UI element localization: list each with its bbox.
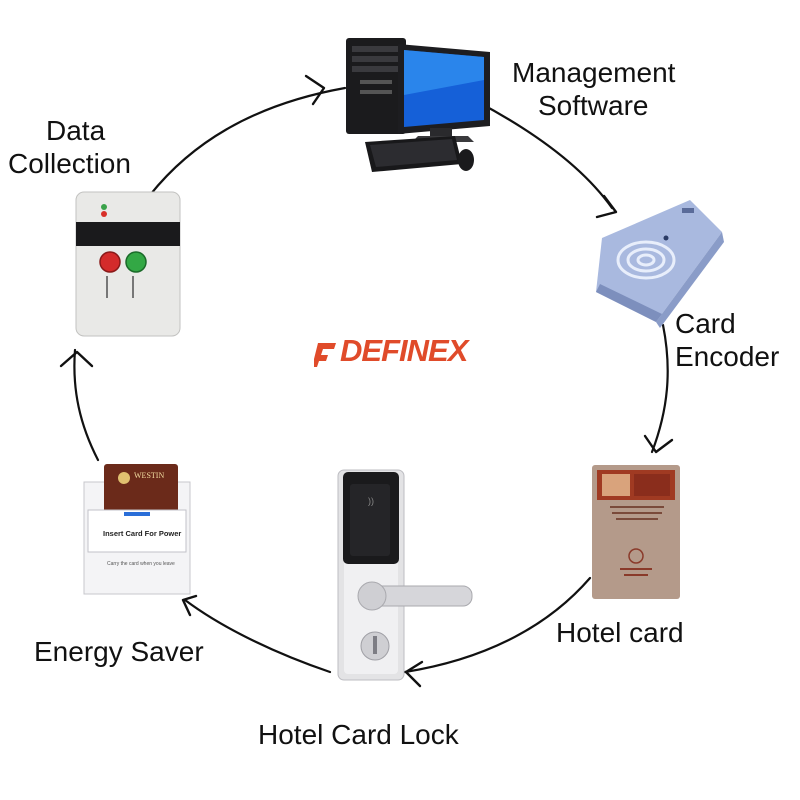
arrowhead-to-saver: [181, 594, 198, 617]
node-label-hotel-card: Hotel card: [556, 616, 684, 649]
node-label-data-collection: Data Collection: [8, 114, 131, 180]
definex-logo: DEFINE X: [312, 333, 469, 369]
label-line: Hotel card: [556, 617, 684, 648]
node-label-card-encoder: Card Encoder: [675, 307, 779, 373]
cycle-arc-lock-to-saver: [183, 598, 332, 674]
node-label-hotel-card-lock: Hotel Card Lock: [258, 718, 459, 751]
computer-icon: [346, 38, 490, 172]
node-label-energy-saver: Energy Saver: [34, 635, 204, 668]
energy-saver-icon: [83, 464, 191, 595]
cycle-arc-software-to-encoder: [476, 100, 614, 210]
definex-logo-text-end: X: [447, 333, 469, 368]
label-line: Energy Saver: [34, 636, 204, 667]
card-encoder-icon: [596, 200, 724, 328]
cycle-arc-saver-to-collection: [73, 348, 100, 462]
label-line: Encoder: [675, 341, 780, 372]
label-line: Management: [512, 57, 676, 88]
door-lock-icon: )): [337, 469, 473, 681]
data-collector-icon: [75, 191, 181, 337]
energy-saver-card-text: WESTIN: [134, 471, 165, 480]
arrowhead-to-software: [304, 74, 326, 106]
energy-saver-small-text: Carry the card when you leave: [107, 561, 175, 567]
label-line: Software: [538, 90, 649, 121]
label-line: Collection: [8, 148, 131, 179]
definex-logo-text: DEFINE: [340, 333, 449, 368]
cycle-arc-collection-to-software: [148, 86, 347, 197]
node-label-management-software: Management Software: [512, 56, 675, 122]
label-line: Card: [675, 308, 736, 339]
arrowhead-to-lock: [404, 660, 424, 688]
cycle-arc-encoder-to-card: [650, 323, 669, 454]
label-line: Data: [46, 115, 106, 146]
svg-text:)): )): [368, 496, 374, 506]
hotel-card-icon: [592, 465, 680, 599]
arrowhead-to-collection: [59, 350, 94, 368]
energy-saver-panel-text: Insert Card For Power: [103, 529, 182, 538]
arrowhead-to-encoder: [595, 194, 618, 219]
definex-logo-mark-icon: [312, 339, 336, 367]
label-line: Hotel Card Lock: [258, 719, 459, 750]
cycle-arc-card-to-lock: [403, 576, 592, 674]
arrowhead-to-card: [643, 434, 674, 454]
